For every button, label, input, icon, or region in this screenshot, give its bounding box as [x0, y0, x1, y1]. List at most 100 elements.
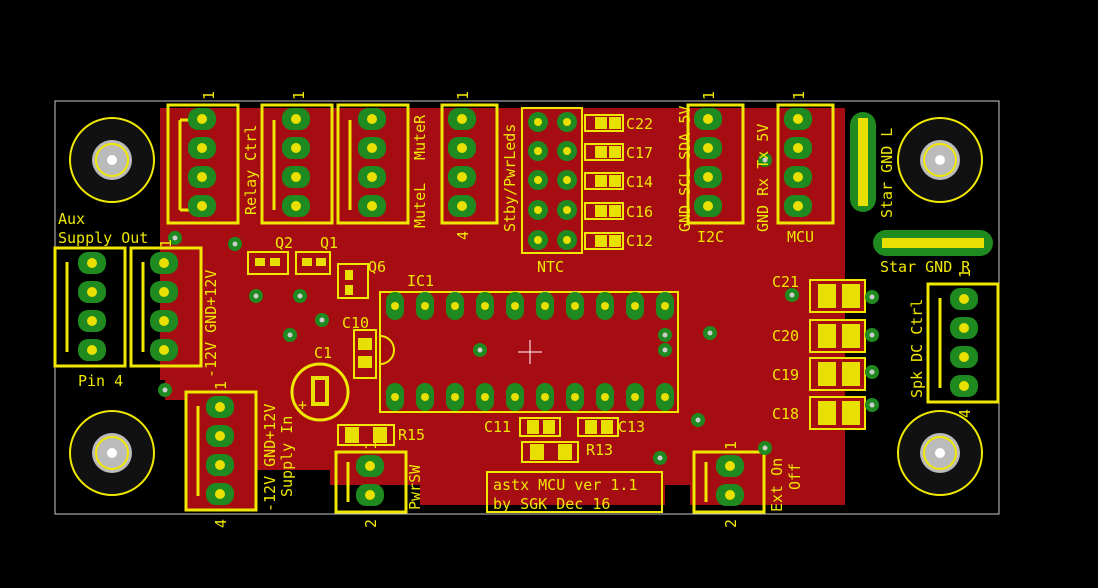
ic1-pad-hole: [391, 393, 399, 401]
supply-in-pin1: 1: [212, 381, 230, 390]
ic1-label: IC1: [407, 272, 434, 290]
ic1-pad-hole: [451, 302, 459, 310]
c21-label: C21: [772, 273, 799, 291]
smd-caps-right: [809, 279, 866, 430]
i2c-label: I2C: [697, 228, 724, 246]
star-gnd-l-pad: [850, 112, 876, 212]
ext-label2: Off: [786, 463, 804, 490]
mcu-pin1: 1: [790, 91, 808, 100]
via-hole: [707, 330, 713, 336]
ic1-pad-hole: [601, 393, 609, 401]
via-hole: [172, 235, 178, 241]
via-hole: [869, 294, 875, 300]
pwrsw-pin2: 2: [362, 519, 380, 528]
ic1-package: [379, 291, 679, 413]
via-hole: [477, 347, 483, 353]
mute-r-pin1: 1: [290, 91, 308, 100]
mounting-hole: [897, 410, 983, 496]
aux-pin4: Pin 4: [78, 372, 123, 390]
ext-pin2: 2: [722, 519, 740, 528]
pwrsw-pin1: 1: [362, 441, 380, 450]
star-gnd-l-label: Star GND L: [878, 128, 896, 218]
star-gnd-r-pad: [873, 230, 993, 256]
via-hole: [232, 241, 238, 247]
transistors: [247, 251, 369, 299]
ic1-pad-hole: [391, 302, 399, 310]
mcu-label: MCU: [787, 228, 814, 246]
via-hole: [869, 332, 875, 338]
leds-pin1: 1: [454, 91, 472, 100]
mute-r-label: MuteR: [411, 114, 429, 160]
smd-caps-ntc: [584, 114, 624, 250]
ic1-pad-hole: [601, 302, 609, 310]
title-line2: by SGK Dec 16: [493, 495, 610, 513]
pwrsw-label: PwrSW: [406, 464, 424, 510]
via-hole: [695, 417, 701, 423]
aux-title: Aux: [58, 210, 85, 228]
ic1-pad-hole: [631, 393, 639, 401]
via-hole: [762, 445, 768, 451]
c22-label: C22: [626, 115, 653, 133]
title-line1: astx MCU ver 1.1: [493, 476, 638, 494]
relay-pin1: 1: [200, 91, 218, 100]
title-block-frame: [486, 471, 663, 513]
connector-i2c: [686, 103, 745, 225]
ntc-label: NTC: [537, 258, 564, 276]
via-hole: [162, 387, 168, 393]
c18-label: C18: [772, 405, 799, 423]
supply-in-label: Supply In: [278, 416, 296, 497]
ic1-pad-hole: [481, 393, 489, 401]
via-hole: [657, 455, 663, 461]
via-hole: [789, 292, 795, 298]
mute-l-label: MuteL: [411, 183, 429, 228]
connector-pwrsw: [334, 450, 408, 514]
c16-label: C16: [626, 203, 653, 221]
c19-label: C19: [772, 366, 799, 384]
ic1-pad-hole: [541, 302, 549, 310]
connector-aux-2: [129, 246, 203, 368]
header-ntc: [521, 107, 583, 254]
vias: [158, 153, 879, 465]
ic1-pad-hole: [511, 393, 519, 401]
q6-label: Q6: [368, 258, 386, 276]
i2c-pin1: 1: [700, 91, 718, 100]
aux-pin1: 1: [157, 239, 175, 248]
connector-spk: [926, 282, 1000, 404]
spk-label: Spk DC Ctrl: [908, 299, 926, 398]
supply-in-pin4: 4: [212, 519, 230, 528]
c14-label: C14: [626, 173, 653, 191]
q1-label: Q1: [320, 234, 338, 252]
smd-bottom: [337, 417, 619, 463]
c20-label: C20: [772, 327, 799, 345]
q2-label: Q2: [275, 234, 293, 252]
leds-label: Stby/PwrLeds: [501, 124, 519, 232]
ext-label: Ext On: [768, 458, 786, 512]
c11-label: C11: [484, 418, 511, 436]
via-hole: [869, 369, 875, 375]
via-hole: [869, 402, 875, 408]
ic1-pad-hole: [661, 302, 669, 310]
connector-leds: [440, 103, 499, 225]
i2c-side-label: GND SCL SDA 5V: [676, 106, 694, 232]
relay-label: Relay Ctrl: [242, 125, 260, 215]
ext-pin1: 1: [722, 441, 740, 450]
connector-supply-in: [184, 390, 258, 512]
ic1-pad-hole: [421, 302, 429, 310]
via-hole: [297, 293, 303, 299]
ic1-pad-hole: [631, 302, 639, 310]
ic1-pad-hole: [661, 393, 669, 401]
ic1-pad-hole: [511, 302, 519, 310]
mounting-hole: [69, 410, 155, 496]
connector-mcu: [776, 103, 835, 225]
c1-label: C1: [314, 344, 332, 362]
connector-relay: [166, 103, 240, 225]
star-gnd-r-label: Star GND R: [880, 258, 971, 276]
via-hole: [287, 332, 293, 338]
ic1-pad-hole: [451, 393, 459, 401]
c17-label: C17: [626, 144, 653, 162]
spk-pin1: 1: [956, 269, 974, 278]
via-hole: [253, 293, 259, 299]
connector-mute-r: [260, 103, 334, 225]
ic1-pad-hole: [571, 393, 579, 401]
